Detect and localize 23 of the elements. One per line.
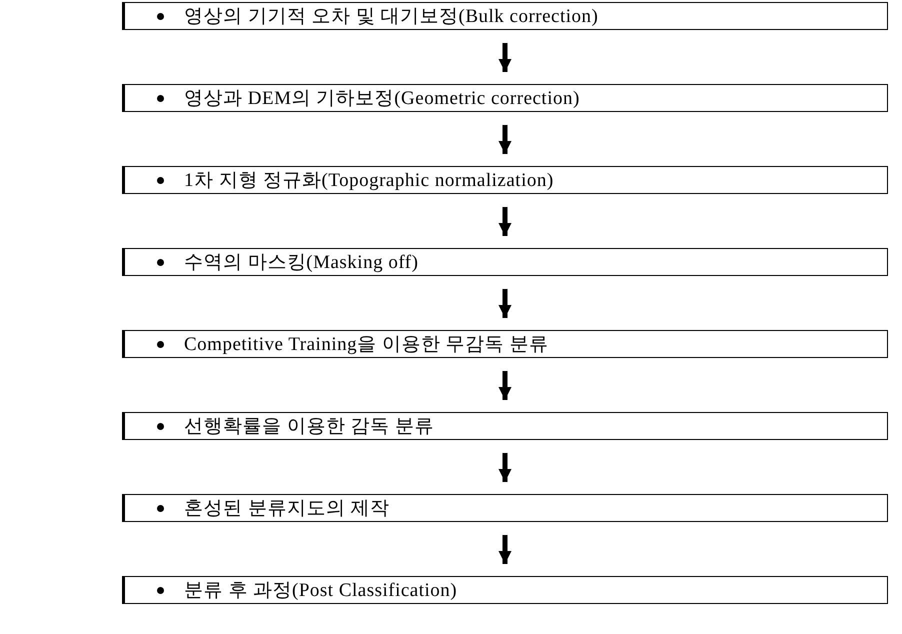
process-box — [122, 84, 888, 112]
arrow — [498, 289, 512, 318]
step-text: 분류 후 과정(Post Classification) — [184, 579, 458, 603]
process-box — [122, 248, 888, 276]
process-box — [122, 330, 888, 358]
step-text: 혼성된 분류지도의 제작 — [184, 497, 390, 521]
step-text: 영상의 기기적 오차 및 대기보정(Bulk correction) — [184, 5, 598, 29]
arrow — [498, 371, 512, 400]
step-text: 1차 지형 정규화(Topographic normalization) — [184, 169, 554, 193]
process-box — [122, 2, 888, 30]
arrow — [498, 453, 512, 482]
process-box — [122, 576, 888, 604]
step-text: 영상과 DEM의 기하보정(Geometric correction) — [184, 87, 580, 111]
step-text: 선행확률을 이용한 감독 분류 — [184, 415, 434, 439]
arrow — [498, 207, 512, 236]
arrow — [498, 125, 512, 154]
step-text: Competitive Training을 이용한 무감독 분류 — [184, 333, 548, 357]
process-box — [122, 166, 888, 194]
process-box — [122, 494, 888, 522]
step-text: 수역의 마스킹(Masking off) — [184, 251, 418, 275]
arrow — [498, 535, 512, 564]
arrow — [498, 43, 512, 72]
process-box — [122, 412, 888, 440]
